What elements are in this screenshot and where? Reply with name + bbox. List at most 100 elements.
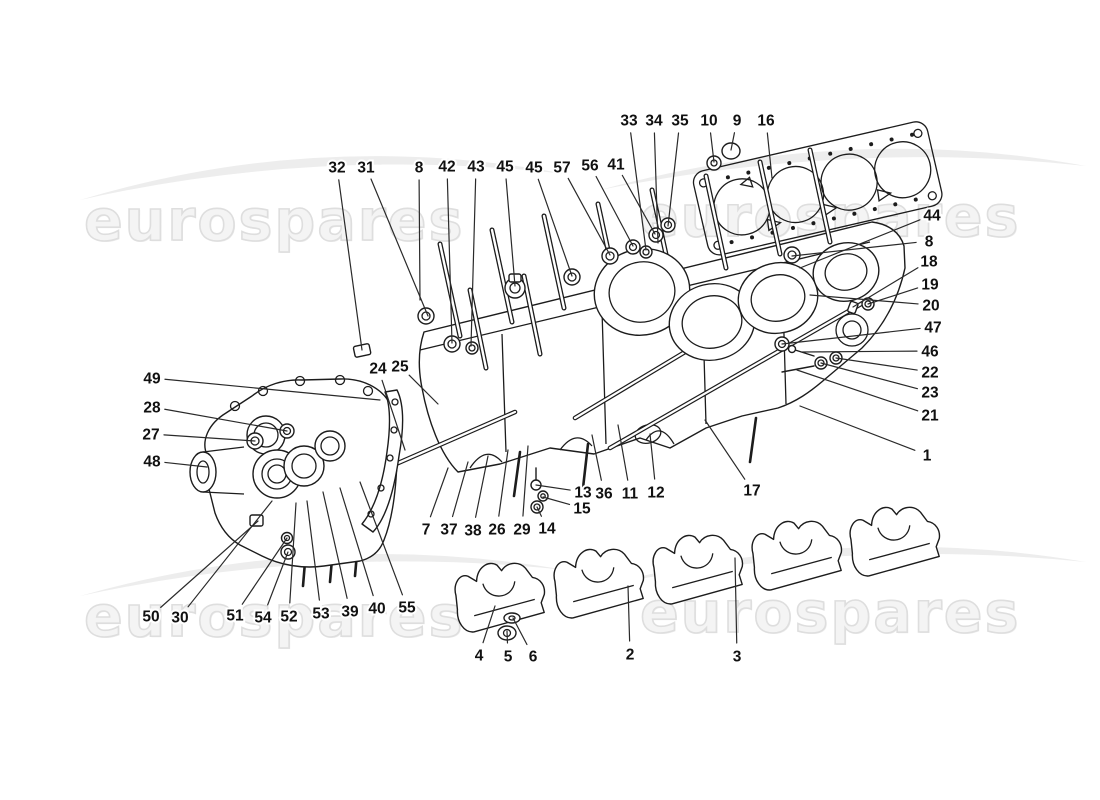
callout-31: 31: [357, 160, 375, 177]
leader-line-45: [537, 178, 573, 277]
callout-2: 2: [626, 647, 635, 664]
callout-15: 15: [573, 501, 591, 518]
leader-line-40: [339, 487, 374, 597]
leader-line-3: [734, 557, 738, 644]
callout-41: 41: [607, 157, 625, 174]
leader-line-22: [835, 357, 918, 371]
callout-28: 28: [143, 400, 161, 417]
callout-1: 1: [923, 448, 932, 465]
callout-54: 54: [254, 610, 272, 627]
callout-50: 50: [142, 609, 159, 626]
leader-line-9: [730, 132, 736, 151]
callout-39: 39: [341, 604, 359, 621]
leader-line-41: [621, 174, 656, 235]
callout-9: 9: [733, 113, 742, 130]
callout-8: 8: [925, 234, 934, 251]
callout-11: 11: [622, 486, 639, 503]
callout-42: 42: [438, 159, 455, 176]
leader-line-39: [322, 491, 348, 599]
leader-line-6: [512, 617, 528, 646]
callout-6: 6: [529, 649, 538, 666]
leader-line-7: [429, 467, 449, 518]
leader-line-10: [709, 132, 715, 163]
watermark-text: eurospares: [83, 583, 465, 651]
callout-4: 4: [475, 648, 484, 665]
callout-43: 43: [467, 159, 485, 176]
leader-line-31: [370, 178, 429, 317]
callout-19: 19: [921, 277, 939, 294]
callout-8: 8: [415, 160, 424, 177]
leader-line-48: [164, 461, 208, 468]
leader-line-17: [704, 419, 746, 480]
leader-line-32: [338, 179, 363, 351]
leader-line-1: [799, 405, 916, 451]
leader-line-29: [522, 445, 529, 517]
leader-line-34: [653, 132, 659, 244]
leader-line-54: [267, 551, 289, 606]
callout-45: 45: [496, 159, 514, 176]
callout-3: 3: [733, 649, 742, 666]
leader-line-14: [536, 506, 543, 517]
callout-12: 12: [647, 485, 664, 502]
callout-24: 24: [369, 361, 387, 378]
callout-45: 45: [525, 160, 543, 177]
callout-16: 16: [757, 113, 775, 130]
leader-line-44: [799, 219, 921, 269]
leader-line-13: [535, 484, 571, 491]
callout-25: 25: [391, 359, 409, 376]
callout-34: 34: [645, 113, 663, 130]
leader-line-16: [766, 132, 773, 179]
callout-30: 30: [171, 610, 188, 627]
callout-37: 37: [440, 522, 457, 539]
leader-line-56: [595, 175, 634, 247]
callout-52: 52: [280, 609, 297, 626]
callout-35: 35: [671, 113, 689, 130]
callout-14: 14: [538, 521, 556, 538]
callout-46: 46: [921, 344, 939, 361]
leader-line-47: [781, 327, 921, 345]
leader-line-55: [359, 481, 404, 596]
callout-26: 26: [488, 522, 506, 539]
leader-line-45: [505, 178, 516, 287]
callout-5: 5: [504, 649, 513, 666]
leader-line-35: [667, 132, 680, 227]
callout-7: 7: [422, 522, 431, 539]
leader-line-46: [801, 350, 918, 353]
callout-36: 36: [595, 486, 613, 503]
leader-line-57: [567, 177, 611, 256]
leader-line-23: [820, 362, 919, 390]
callout-23: 23: [921, 385, 939, 402]
callout-20: 20: [922, 298, 939, 315]
leader-line-33: [630, 132, 647, 251]
leader-line-51: [241, 537, 288, 605]
leader-line-15: [542, 496, 571, 506]
callout-21: 21: [921, 408, 939, 425]
leader-line-49: [164, 378, 381, 401]
leader-line-28: [164, 408, 288, 432]
callout-47: 47: [924, 320, 941, 337]
callout-38: 38: [464, 523, 482, 540]
leader-line-19: [867, 287, 919, 305]
leader-line-11: [617, 424, 629, 481]
leader-line-50: [160, 520, 259, 608]
crankcase-drawing: [299, 147, 906, 588]
leader-line-30: [187, 500, 273, 608]
leader-line-52: [289, 502, 297, 604]
callout-33: 33: [620, 113, 638, 130]
leader-line-20: [809, 294, 919, 305]
leader-line-43: [470, 178, 477, 347]
leader-line-18: [852, 267, 919, 308]
plug-parts-drawing: [706, 142, 741, 171]
leader-line-27: [163, 434, 256, 442]
leader-line-42: [446, 178, 453, 344]
callout-27: 27: [142, 427, 159, 444]
callout-18: 18: [920, 254, 938, 271]
callout-40: 40: [368, 601, 385, 618]
leader-line-8: [791, 241, 917, 257]
callout-49: 49: [143, 371, 161, 388]
callout-32: 32: [328, 160, 345, 177]
callout-10: 10: [700, 113, 717, 130]
